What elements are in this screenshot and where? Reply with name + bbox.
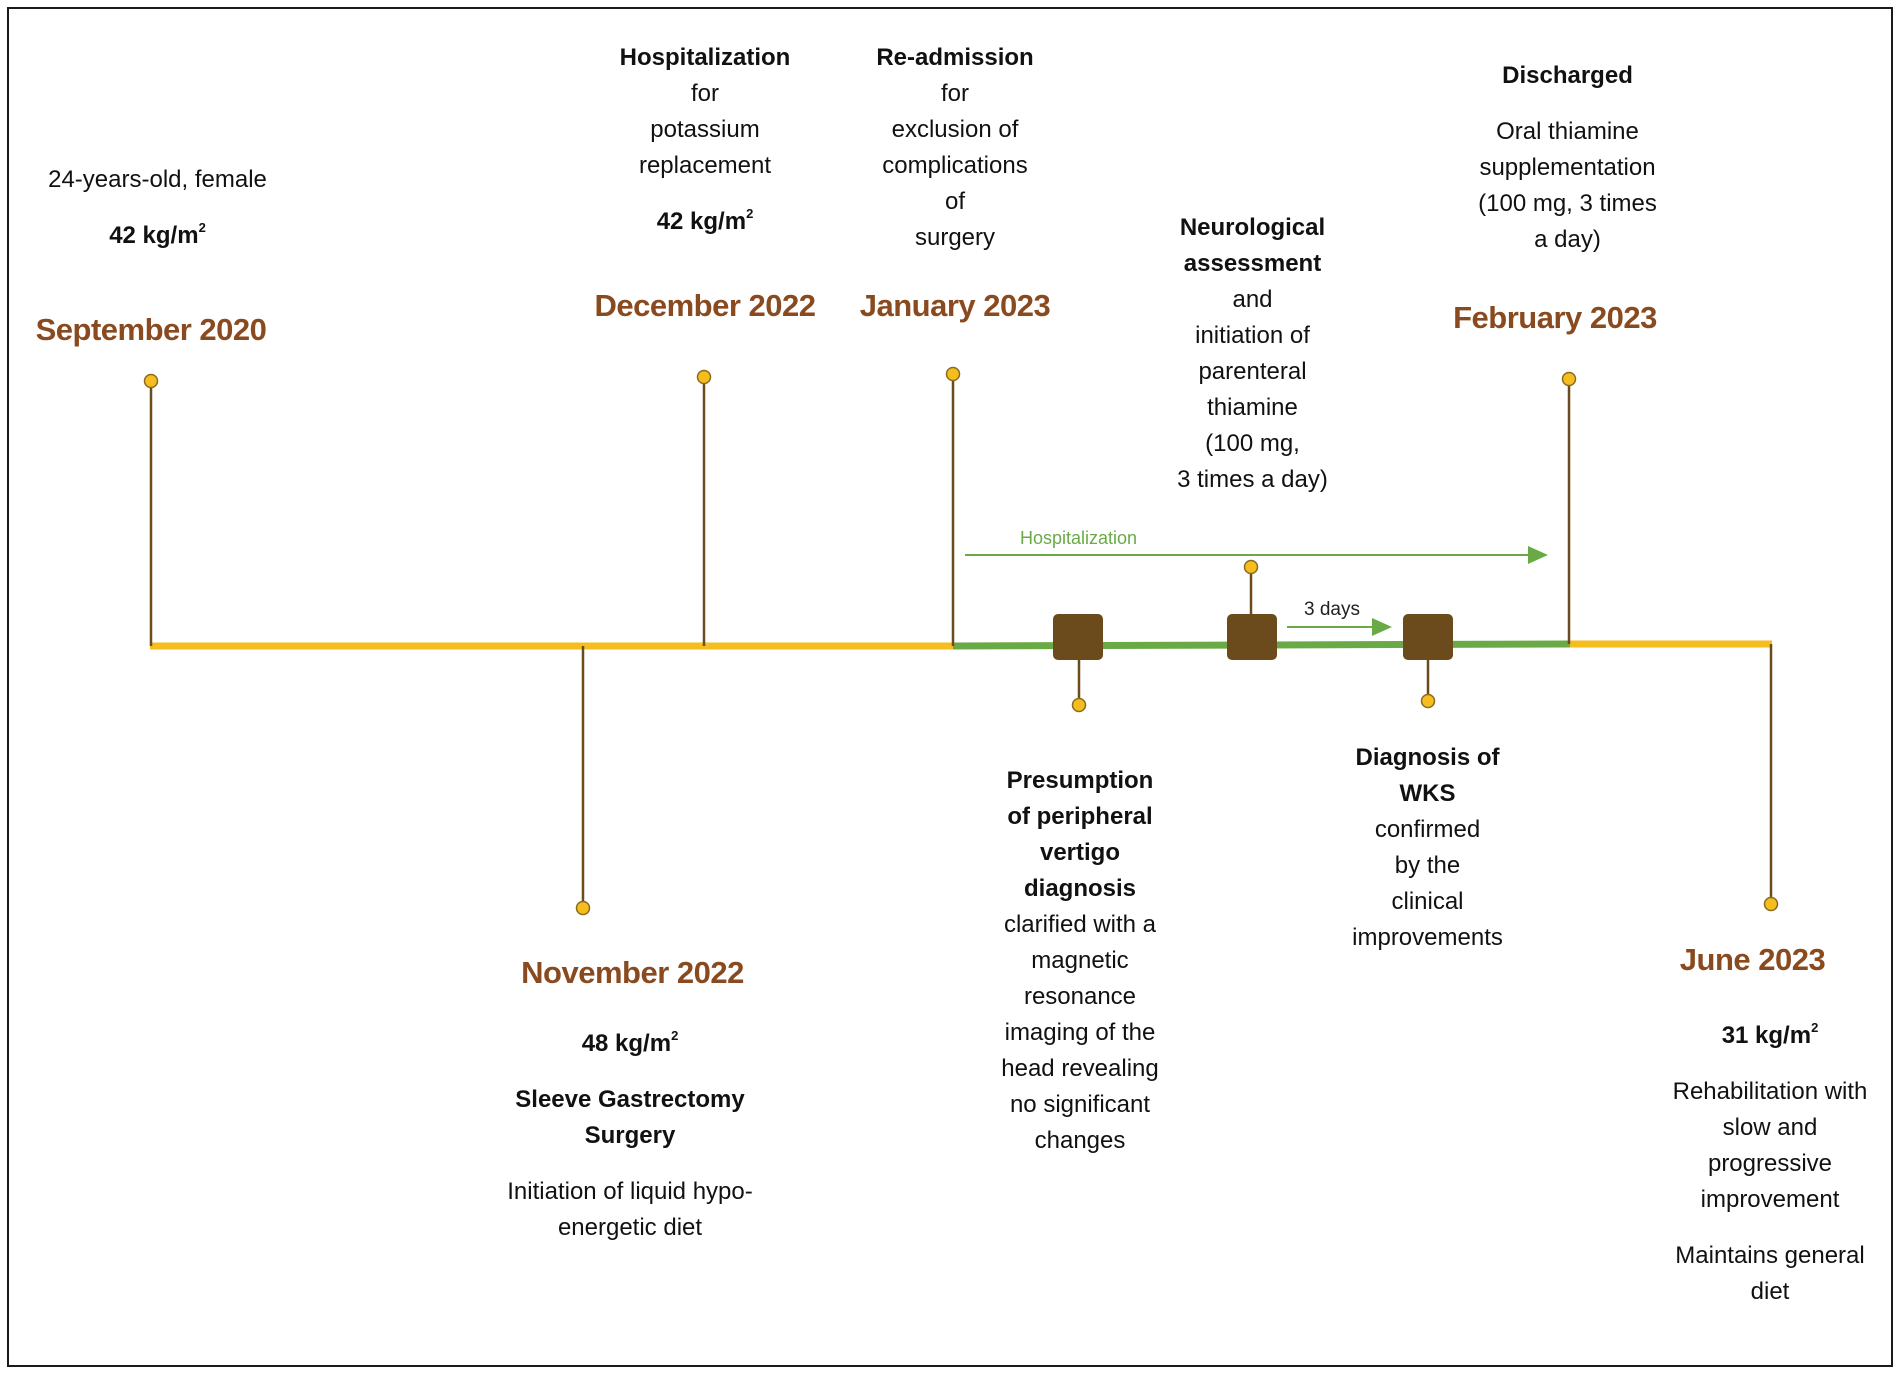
event-feb2023-info: Discharged Oral thiamine supplementation… xyxy=(1440,58,1695,258)
title-nov2022-line: Sleeve Gastrectomy xyxy=(515,1086,745,1113)
marker-vertigo xyxy=(1053,614,1103,660)
desc-line: of xyxy=(944,188,965,215)
bmi-sep2020: 42 kg/m2 xyxy=(109,220,206,249)
title-wks-line: WKS xyxy=(1399,780,1456,807)
dot-jun2023 xyxy=(1763,896,1779,912)
desc-line: slow and xyxy=(1722,1114,1818,1141)
desc-line: energetic diet xyxy=(557,1214,703,1241)
desc-line: surgery xyxy=(914,224,996,251)
desc-line: progressive xyxy=(1707,1150,1833,1177)
desc-line: exclusion of xyxy=(891,116,1019,143)
desc-line: diet xyxy=(1750,1278,1790,1305)
date-jan2023: January 2023 xyxy=(859,288,1051,323)
desc-line: complications xyxy=(882,152,1028,179)
dot-nov2022 xyxy=(575,900,591,916)
title-neuro-line: assessment xyxy=(1183,250,1322,277)
desc-line: improvement xyxy=(1700,1186,1840,1213)
title-wks-line: Diagnosis of xyxy=(1355,744,1500,771)
marker-neuro xyxy=(1227,614,1277,660)
desc-line: Rehabilitation with xyxy=(1672,1078,1868,1105)
desc-line: for xyxy=(690,80,719,107)
desc-line: confirmed xyxy=(1374,816,1481,843)
desc-line: no significant xyxy=(1009,1091,1151,1118)
desc-line: resonance xyxy=(1023,983,1137,1010)
dot-vertigo xyxy=(1071,697,1087,713)
desc-line: supplementation xyxy=(1479,154,1656,181)
event-sep2020-info: 24-years-old, female 42 kg/m2 xyxy=(20,162,295,254)
date-dec2022: December 2022 xyxy=(594,288,817,323)
desc-line: (100 mg, 3 times xyxy=(1478,190,1657,217)
title-dec2022: Hospitalization xyxy=(619,44,791,71)
desc-line: thiamine xyxy=(1207,394,1298,421)
bmi-jun2023: 31 kg/m2 xyxy=(1721,1020,1819,1049)
dot-jan2023 xyxy=(945,366,961,382)
event-dec2022-info: Hospitalization for potassium replacemen… xyxy=(590,40,820,240)
desc-line: (100 mg, xyxy=(1205,430,1300,457)
three-days-arrowhead xyxy=(1372,618,1392,636)
desc-line: Maintains general xyxy=(1675,1242,1865,1269)
milestone-neuro-info: Neurological assessment and initiation o… xyxy=(1140,210,1365,498)
desc-line: head revealing xyxy=(1001,1055,1159,1082)
date-nov2022: November 2022 xyxy=(521,955,744,990)
dot-feb2023 xyxy=(1561,371,1577,387)
marker-wks xyxy=(1403,614,1453,660)
title-neuro-line: Neurological xyxy=(1179,214,1326,241)
dot-neuro xyxy=(1243,559,1259,575)
dot-sep2020 xyxy=(143,373,159,389)
date-feb2023: February 2023 xyxy=(1453,300,1657,335)
desc-line: clinical xyxy=(1391,888,1464,915)
title-vertigo-line: vertigo xyxy=(1039,839,1120,866)
desc-line: clarified with a xyxy=(1003,911,1157,938)
desc-line: and xyxy=(1232,286,1273,313)
hospitalization-arrowhead xyxy=(1528,546,1548,564)
bmi-dec2022: 42 kg/m2 xyxy=(656,206,754,235)
title-vertigo-line: diagnosis xyxy=(1023,875,1137,902)
event-jan2023-info: Re-admission for exclusion of complicati… xyxy=(845,40,1065,256)
desc-line: 3 times a day) xyxy=(1177,466,1328,493)
desc-line: improvements xyxy=(1352,924,1503,951)
desc-line: replacement xyxy=(638,152,772,179)
desc-line: initiation of xyxy=(1195,322,1310,349)
desc-line: changes xyxy=(1034,1127,1126,1154)
event-jun2023-info: 31 kg/m2 Rehabilitation with slow and pr… xyxy=(1645,1018,1895,1310)
three-days-label: 3 days xyxy=(1304,599,1360,620)
desc-line: Oral thiamine xyxy=(1496,118,1639,145)
patient-info: 24-years-old, female xyxy=(48,166,267,193)
desc-line: Initiation of liquid hypo- xyxy=(507,1178,753,1205)
desc-line: a day) xyxy=(1534,226,1601,253)
desc-line: by the xyxy=(1394,852,1461,879)
title-vertigo-line: of peripheral xyxy=(1007,803,1153,830)
date-sep2020: September 2020 xyxy=(35,312,267,347)
hospitalization-label: Hospitalization xyxy=(1020,528,1137,548)
title-vertigo-line: Presumption xyxy=(1006,767,1154,794)
desc-line: potassium xyxy=(650,116,760,143)
dot-wks xyxy=(1420,693,1436,709)
title-feb2023: Discharged xyxy=(1502,62,1633,89)
desc-line: imaging of the xyxy=(1004,1019,1156,1046)
event-nov2022-info: 48 kg/m2 Sleeve Gastrectomy Surgery Init… xyxy=(470,1026,790,1246)
dot-dec2022 xyxy=(696,369,712,385)
desc-line: for xyxy=(940,80,969,107)
date-jun2023: June 2023 xyxy=(1679,942,1826,977)
bmi-nov2022: 48 kg/m2 xyxy=(581,1028,679,1057)
milestone-wks-info: Diagnosis of WKS confirmed by the clinic… xyxy=(1320,740,1535,956)
title-nov2022-line: Surgery xyxy=(584,1122,676,1149)
figure-border xyxy=(7,7,1893,1367)
desc-line: parenteral xyxy=(1198,358,1307,385)
milestone-vertigo-info: Presumption of peripheral vertigo diagno… xyxy=(980,763,1180,1159)
desc-line: magnetic xyxy=(1031,947,1129,974)
title-jan2023: Re-admission xyxy=(876,44,1034,71)
